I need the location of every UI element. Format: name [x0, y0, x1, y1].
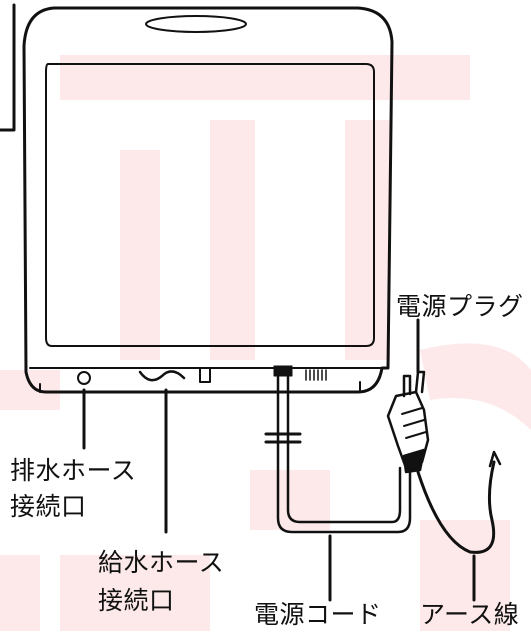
- watermark: [0, 55, 531, 631]
- supply-port: [138, 370, 186, 382]
- label-earth-wire: アース線: [420, 600, 520, 629]
- dishwasher-body: [22, 6, 394, 394]
- earth-wire: [416, 460, 496, 554]
- label-power-plug: 電源プラグ: [396, 292, 524, 321]
- vent-slots: [305, 369, 327, 381]
- label-water-supply-hose-line1: 給水ホース: [98, 548, 225, 577]
- lid-handle: [145, 15, 247, 33]
- cord-clamp-mark: [264, 432, 302, 444]
- label-drain-hose-line2: 接続口: [10, 492, 87, 521]
- label-power-cord: 電源コード: [254, 600, 382, 629]
- left-edge-bracket: [0, 3, 16, 132]
- cord-exit-grommet: [273, 365, 293, 377]
- base-plate: [39, 381, 361, 393]
- label-water-supply-hose-line2: 接続口: [98, 586, 175, 615]
- label-drain-hose-line1: 排水ホース: [10, 456, 137, 485]
- drain-port: [77, 371, 91, 385]
- front-door-panel: [45, 63, 375, 347]
- power-plug: [386, 370, 430, 474]
- power-cord: [276, 370, 412, 534]
- earth-wire-tip: [488, 450, 502, 468]
- rear-connector: [199, 367, 211, 383]
